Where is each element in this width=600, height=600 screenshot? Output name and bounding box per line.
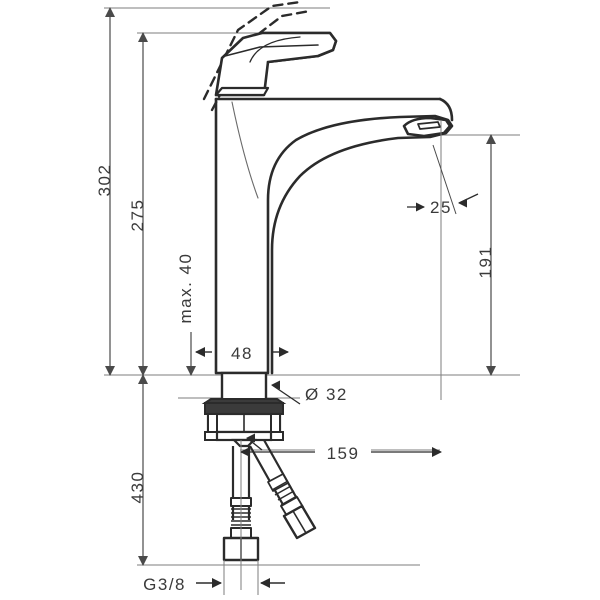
dimension-label-159: 159 bbox=[327, 444, 360, 463]
dimension-label-max-40: max. 40 bbox=[176, 253, 195, 324]
dimension-label-430: 430 bbox=[128, 471, 147, 504]
dimension-label-dia-32: Ø 32 bbox=[305, 385, 348, 404]
dimension-thread-g38: G3/8 bbox=[143, 560, 285, 595]
dimension-label-275: 275 bbox=[128, 199, 147, 232]
lever-handle bbox=[214, 31, 338, 97]
leader-diameter-32: Ø 32 bbox=[271, 380, 348, 405]
dimension-label-g38: G3/8 bbox=[143, 575, 186, 594]
dimension-275: 275 bbox=[128, 32, 148, 376]
dimension-label-25: 25 bbox=[430, 198, 452, 217]
center-axis-line bbox=[240, 120, 442, 590]
faucet-column-and-spout bbox=[214, 97, 454, 375]
dimension-48: 48 bbox=[195, 344, 289, 363]
supply-hose-right bbox=[249, 439, 317, 540]
dimension-25: 25 bbox=[407, 144, 479, 217]
dimension-label-302: 302 bbox=[95, 164, 114, 197]
dimension-430: 430 bbox=[128, 374, 148, 566]
dimension-191: 191 bbox=[476, 134, 496, 376]
dimension-302: 302 bbox=[95, 7, 115, 376]
mounting-shank-and-base bbox=[201, 371, 287, 448]
dimension-159: 159 bbox=[240, 433, 442, 463]
dimension-label-191: 191 bbox=[476, 246, 495, 279]
dimension-lever-max-40: max. 40 bbox=[176, 253, 196, 376]
dimension-label-48: 48 bbox=[231, 344, 253, 363]
faucet-body-outline bbox=[202, 0, 454, 375]
aerator-outlet bbox=[402, 116, 452, 138]
